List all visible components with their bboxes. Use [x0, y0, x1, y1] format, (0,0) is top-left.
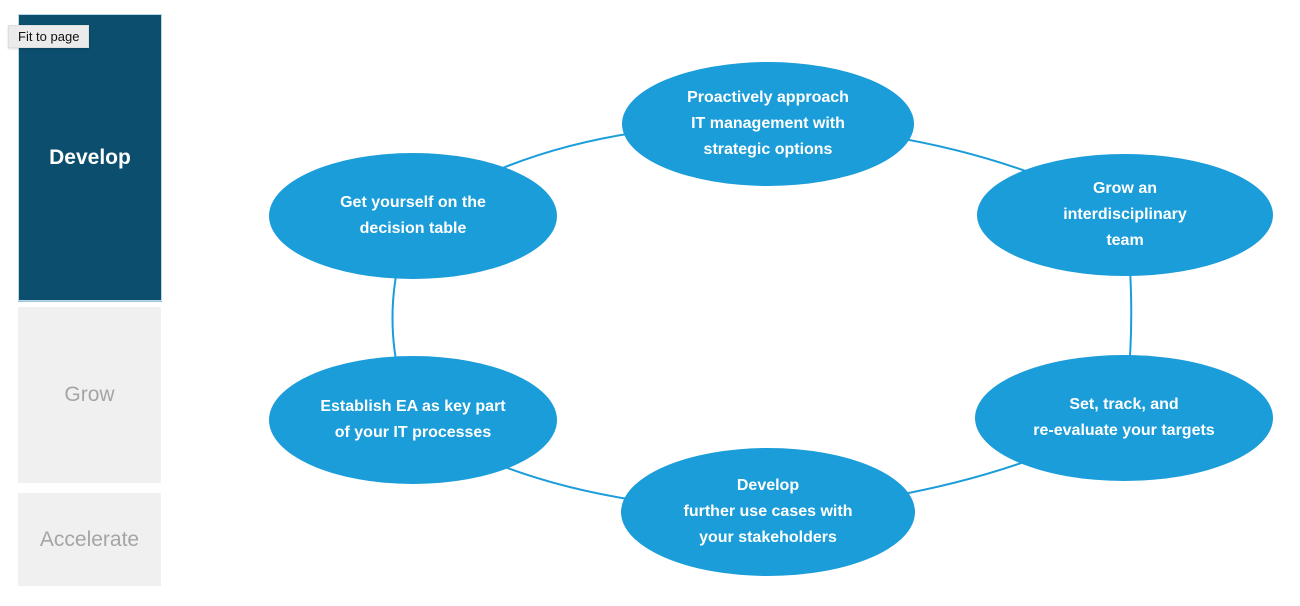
fit-to-page-tooltip: Fit to page — [8, 25, 90, 48]
sidebar-item-label: Develop — [49, 145, 131, 169]
sidebar-item-label: Grow — [64, 383, 115, 406]
cycle-node-label: Get yourself on the decision table — [340, 194, 486, 237]
cycle-node-proactively-approach: Proactively approach IT management with … — [622, 62, 914, 186]
sidebar-item-label: Accelerate — [39, 527, 140, 551]
cycle-node-label: Establish EA as key part of your IT proc… — [320, 398, 506, 441]
cycle-node-set-track-targets: Set, track, and re-evaluate your targets — [975, 355, 1273, 481]
cycle-node-establish-ea: Establish EA as key part of your IT proc… — [269, 356, 557, 484]
cycle-node-decision-table: Get yourself on the decision table — [269, 153, 557, 279]
cycle-node-label: Proactively approach IT management with … — [687, 89, 849, 158]
cycle-node-label: Develop further use cases with your stak… — [683, 477, 853, 546]
tooltip-label: Fit to page — [18, 29, 80, 44]
cycle-node-develop-use-cases: Develop further use cases with your stak… — [621, 448, 915, 576]
cycle-node-grow-team: Grow an interdisciplinary team — [977, 154, 1273, 276]
sidebar-item-grow[interactable]: Grow — [18, 307, 161, 483]
cycle-node-label: Set, track, and re-evaluate your targets — [1033, 396, 1215, 439]
sidebar-item-accelerate[interactable]: Accelerate — [18, 493, 161, 586]
sidebar-item-develop[interactable]: Develop — [18, 14, 162, 301]
cycle-node-label: Grow an interdisciplinary team — [1063, 180, 1187, 249]
